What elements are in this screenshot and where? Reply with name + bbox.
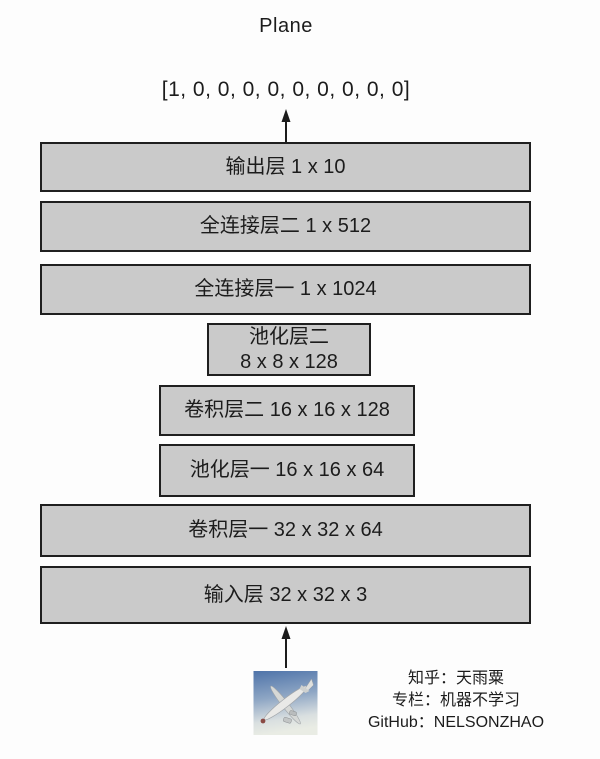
layer-box-pool2: 池化层二 8 x 8 x 128 (207, 323, 371, 376)
class-label: Plane (259, 15, 313, 37)
up-arrow-output (281, 109, 291, 143)
layer-box-conv1: 卷积层一 32 x 32 x 64 (40, 504, 531, 557)
up-arrow-input (281, 626, 291, 668)
layer-box-conv2: 卷积层二 16 x 16 x 128 (159, 385, 415, 436)
credit-column: 专栏：机器不学习 (391, 692, 520, 709)
layer-box-fc1: 全连接层一 1 x 1024 (40, 264, 531, 315)
credit-github: GitHub：NELSONZHAO (367, 714, 545, 731)
credits-block: 知乎：天雨粟 专栏：机器不学习 GitHub：NELSONZHAO (354, 668, 558, 734)
credit-zhihu: 知乎：天雨粟 (407, 670, 504, 687)
one-hot-vector: [1, 0, 0, 0, 0, 0, 0, 0, 0, 0] (161, 78, 411, 101)
airplane-image (253, 671, 318, 735)
layer-box-pool1: 池化层一 16 x 16 x 64 (159, 444, 415, 497)
layer-box-fc2: 全连接层二 1 x 512 (40, 201, 531, 252)
layer-box-input: 输入层 32 x 32 x 3 (40, 566, 531, 624)
layer-box-output: 输出层 1 x 10 (40, 142, 531, 192)
